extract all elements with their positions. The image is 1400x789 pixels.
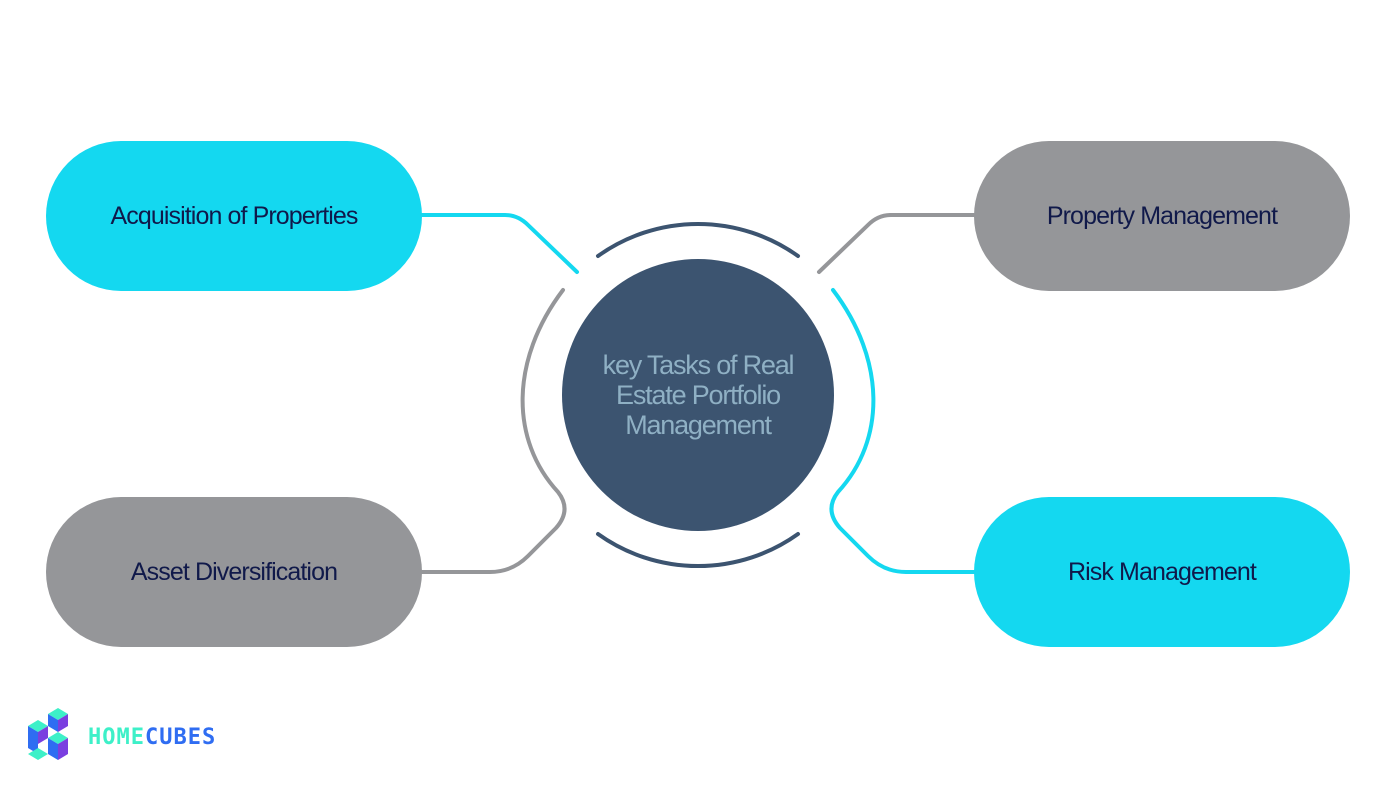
node-acquisition-of-properties: Acquisition of Properties [46,141,422,291]
brand-wordmark: HOMECUBES [88,725,216,750]
node-property-management: Property Management [974,141,1350,291]
brand-wordmark-cubes: CUBES [144,724,217,750]
central-hub: key Tasks of Real Estate Portfolio Manag… [562,259,834,531]
connector-asset-diversification [420,288,567,574]
brand-wordmark-home: HOME [88,724,145,750]
hub-title: key Tasks of Real Estate Portfolio Manag… [602,350,795,440]
homecubes-logo: HOMECUBES [22,708,216,766]
connector-acquisition [420,213,579,274]
node-label: Acquisition of Properties [110,201,358,230]
connector-risk-management [829,288,976,574]
cube-logo-icon [28,708,68,760]
connector-property-management [817,213,976,274]
node-label: Risk Management [1068,557,1257,586]
node-asset-diversification: Asset Diversification [46,497,422,647]
node-label: Property Management [1046,201,1278,230]
node-label: Asset Diversification [130,557,338,586]
hub-top-arc [596,221,800,258]
node-risk-management: Risk Management [974,497,1350,647]
hub-bottom-arc [596,532,800,569]
